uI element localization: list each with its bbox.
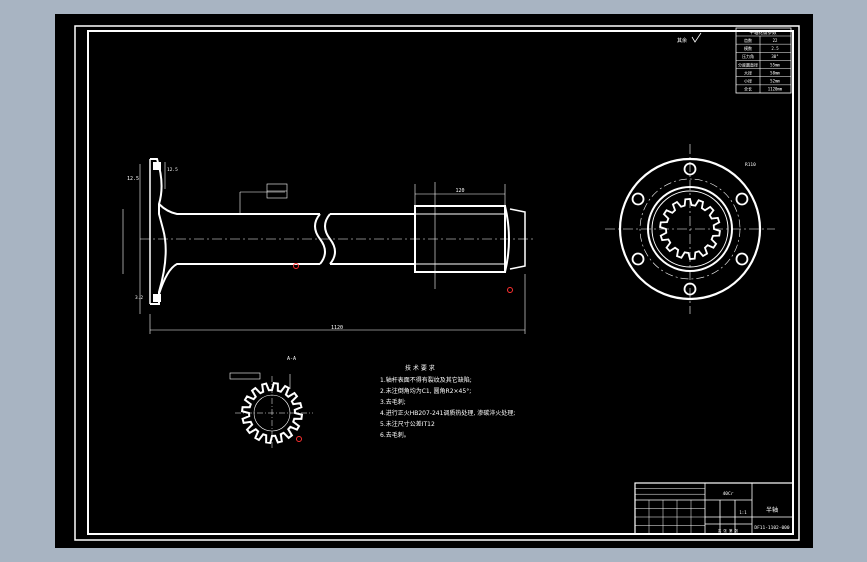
flange-radius-label: R110: [745, 162, 756, 168]
section-label: A-A: [287, 356, 296, 362]
cad-drawing: 其余 半轴花键参数 齿数 22 模数 2.5 压力角 30° 分度圆直径 55mm 大径 58mm…: [74, 25, 800, 541]
spline-end-profile: [659, 198, 721, 260]
parameter-name: 齿数: [744, 37, 752, 43]
outer-frame: [74, 25, 800, 541]
parameter-table-title: 半轴花键参数: [750, 29, 777, 36]
tech-req-item-4: 4.进行正火HB207-241调质热处理, 渗碳淬火处理;: [380, 409, 515, 417]
dimension-lines: [122, 162, 526, 334]
parameter-name: 模数: [744, 45, 752, 51]
tech-req-item-6: 6.去毛刺。: [380, 431, 410, 439]
roughness-symbol: [691, 32, 702, 43]
parameter-value: 55mm: [770, 62, 780, 67]
tech-req-item-1: 1.轴杆表面不得有裂纹及其它缺陷;: [380, 376, 472, 384]
bolt-hole: [683, 162, 697, 176]
tech-req-title: 技 术 要 求: [405, 364, 435, 372]
roughness-note: 其余: [677, 37, 687, 44]
inner-frame: [87, 30, 794, 535]
title-block-scale: 1:1: [739, 510, 747, 515]
parameter-value: 52mm: [770, 79, 780, 84]
bolt-hole: [631, 252, 645, 266]
parameter-value: 22: [773, 38, 778, 43]
section-tolerance-frame: [229, 372, 261, 380]
datum-marker-shaft: [293, 263, 299, 269]
datum-marker-end: [507, 287, 513, 293]
parameter-value: 30°: [771, 54, 778, 59]
parameter-name: 小径: [744, 78, 752, 84]
roughness-corner-label: 3.2: [135, 295, 143, 301]
bolt-hole: [631, 192, 645, 206]
flange-detail-bottom: [153, 294, 161, 302]
title-block-sheet: 共 张 第 张: [718, 528, 739, 533]
bolt-hole: [683, 282, 697, 296]
flange-bolt-holes: [631, 162, 749, 296]
spline-length-dimension: 120: [455, 188, 464, 194]
bolt-hole: [735, 252, 749, 266]
parameter-name: 压力角: [742, 53, 754, 59]
technical-requirements: 技 术 要 求 1.轴杆表面不得有裂纹及其它缺陷; 2.未注倒角均为C1, 圆角…: [380, 364, 515, 439]
parameter-value: 2.5: [771, 46, 779, 51]
bolt-hole: [735, 192, 749, 206]
title-block: [634, 482, 794, 535]
tech-req-item-2: 2.未注倒角均为C1, 圆角R2×45°;: [380, 387, 471, 395]
total-length-dimension: 1120: [331, 325, 343, 331]
parameter-value: 58mm: [770, 70, 780, 75]
parameter-name: 大径: [744, 69, 752, 75]
tech-req-item-5: 5.未注尺寸公差IT12: [380, 420, 435, 428]
parameter-table: 半轴花键参数 齿数 22 模数 2.5 压力角 30° 分度圆直径 55mm 大径 58mm 小径 5…: [735, 27, 792, 94]
tech-req-item-3: 3.去毛刺;: [380, 398, 406, 406]
title-block-drawing-number: DF11-1102-000: [754, 525, 790, 531]
flange-thickness-dimension: 12.5: [127, 176, 139, 182]
shaft-main-view: [149, 158, 526, 305]
title-block-material: 40Cr: [723, 491, 734, 497]
parameter-name: 分度圆直径: [738, 61, 758, 67]
drawing-sheet: 其余 半轴花键参数 齿数 22 模数 2.5 压力角 30° 分度圆直径 55mm 大径 58mm…: [55, 14, 813, 548]
roughness-top-label: 12.5: [167, 167, 178, 173]
flange-end-view: [605, 144, 775, 314]
parameter-value: 1120mm: [768, 87, 783, 92]
parameter-name: 全长: [744, 86, 752, 92]
flange-detail-top: [153, 162, 161, 170]
title-block-part-name: 半轴: [766, 506, 778, 514]
datum-marker-section: [296, 436, 302, 442]
